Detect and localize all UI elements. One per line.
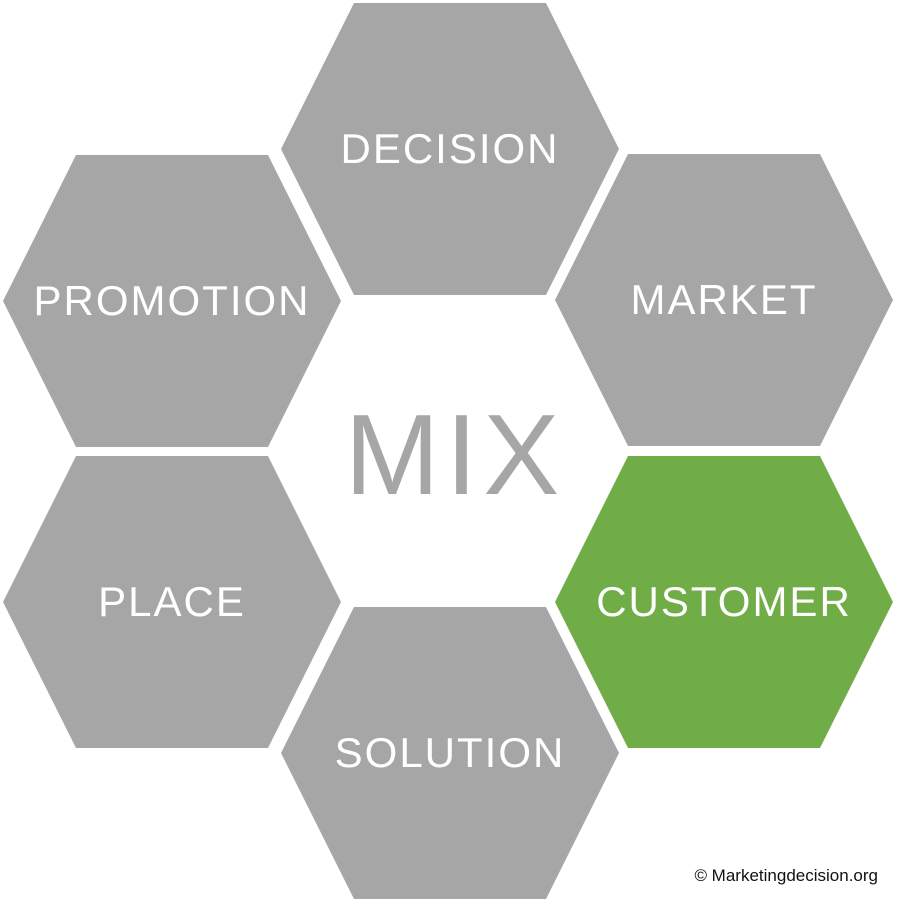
- hexagon-market-label: MARKET: [630, 276, 818, 323]
- hexagon-customer: CUSTOMER: [555, 456, 893, 748]
- hexagon-customer-label: CUSTOMER: [596, 578, 852, 625]
- hexagon-promotion-label: PROMOTION: [33, 277, 311, 324]
- hexagon-solution: SOLUTION: [281, 607, 619, 899]
- hexagon-promotion: PROMOTION: [3, 155, 341, 447]
- center-label-mix: MIX: [344, 391, 566, 519]
- hexagon-solution-label: SOLUTION: [334, 729, 566, 776]
- hexagon-place: PLACE: [3, 456, 341, 748]
- hexagon-decision: DECISION: [281, 3, 619, 295]
- hexagon-place-label: PLACE: [98, 578, 246, 625]
- copyright-text: © Marketingdecision.org: [694, 866, 878, 885]
- hexagon-market: MARKET: [555, 154, 893, 446]
- hexagon-decision-label: DECISION: [340, 125, 560, 172]
